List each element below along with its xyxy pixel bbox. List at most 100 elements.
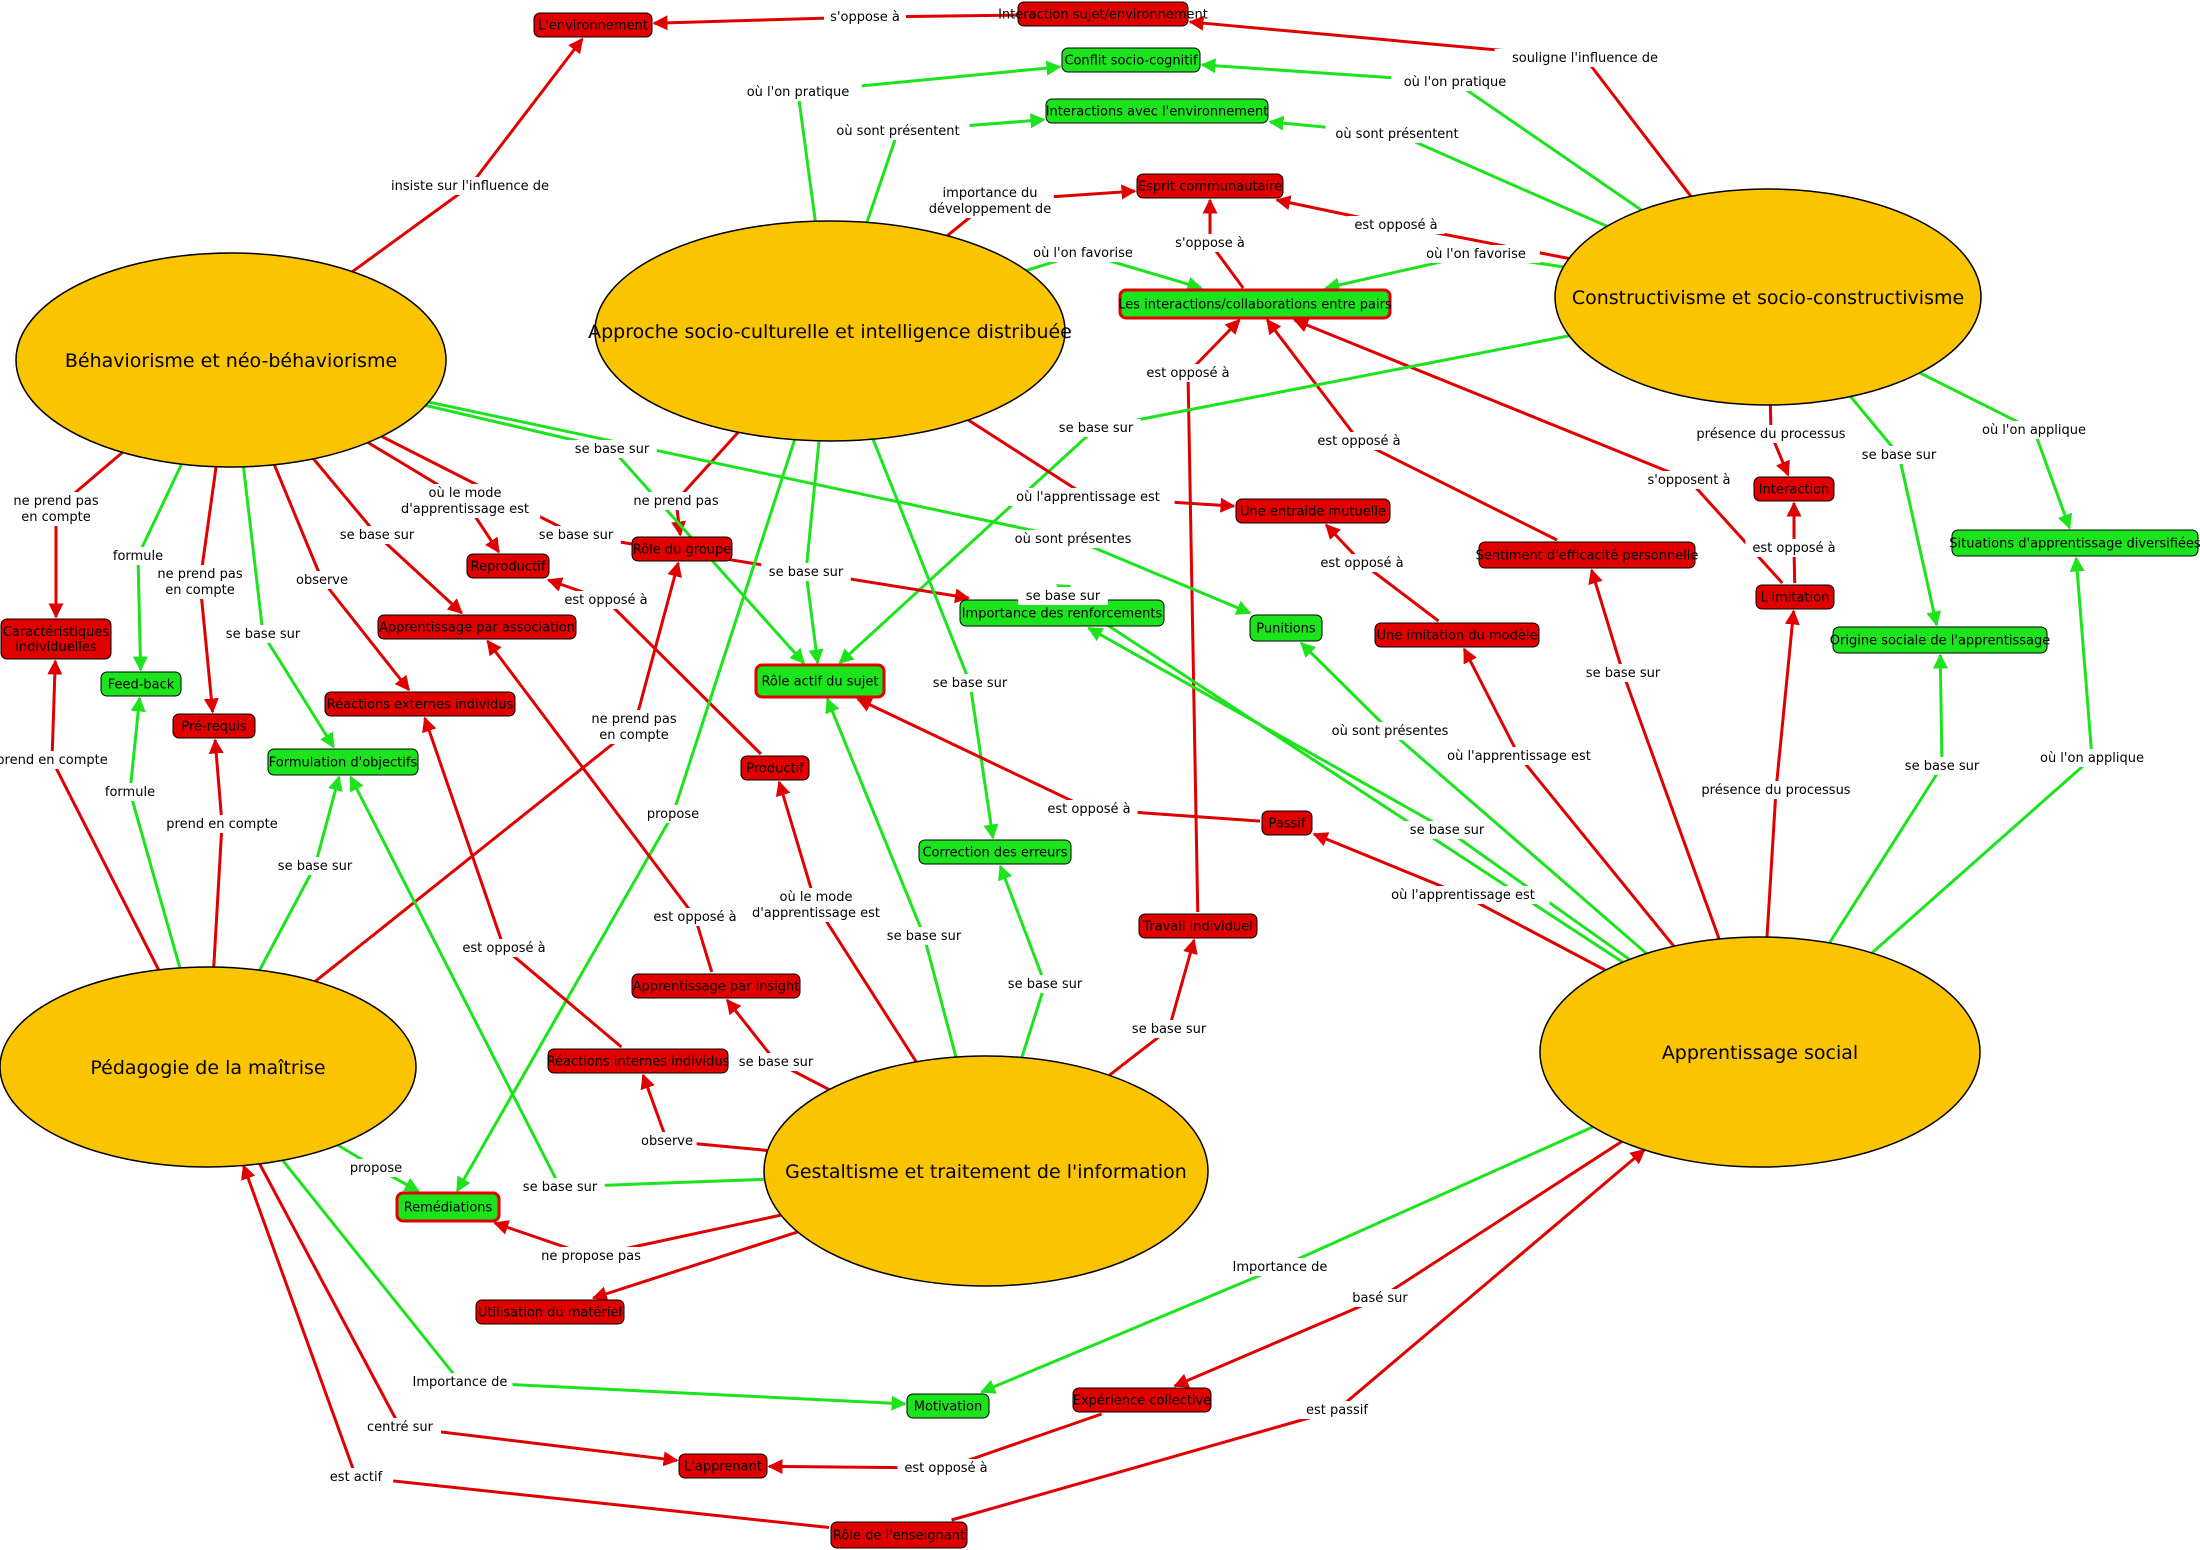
concept-rolegroupe[interactable]: Rôle du groupe bbox=[631, 536, 733, 562]
concept-box[interactable] bbox=[0, 618, 112, 660]
concept-box[interactable] bbox=[1374, 622, 1540, 648]
concept-box[interactable] bbox=[1061, 47, 1201, 73]
concept-entraide[interactable]: Une entraide mutuelle bbox=[1235, 498, 1391, 524]
concept-box[interactable] bbox=[1138, 913, 1258, 939]
concept-box[interactable] bbox=[547, 1048, 729, 1074]
concept-esprit[interactable]: Esprit communautaire bbox=[1136, 173, 1284, 199]
concept-box[interactable] bbox=[1136, 173, 1284, 199]
link-label-bg bbox=[1018, 587, 1108, 605]
concept-travail[interactable]: Travail individuel bbox=[1138, 913, 1258, 939]
concept-interaction[interactable]: Interaction bbox=[1753, 476, 1835, 502]
concept-reacext[interactable]: Réactions externes individus bbox=[324, 691, 516, 717]
concept-box[interactable] bbox=[267, 748, 419, 776]
concept-box[interactable] bbox=[1118, 288, 1392, 320]
link-label-text: se base sur bbox=[278, 859, 353, 874]
link-line bbox=[922, 935, 958, 1058]
concept-social[interactable]: Apprentissage social bbox=[1539, 936, 1981, 1168]
concept-ellipse[interactable] bbox=[1554, 188, 1982, 406]
concept-box[interactable] bbox=[1832, 626, 2048, 654]
concept-ellipse[interactable] bbox=[15, 252, 447, 468]
concept-box[interactable] bbox=[1072, 1387, 1212, 1413]
concept-box[interactable] bbox=[395, 1191, 501, 1223]
concept-ellipse[interactable] bbox=[594, 220, 1066, 442]
concept-box[interactable] bbox=[1045, 98, 1269, 124]
concept-origine[interactable]: Origine sociale de l'apprentissage bbox=[1830, 626, 2050, 654]
concept-insight[interactable]: Apprentissage par insight bbox=[631, 973, 801, 999]
concept-collab[interactable]: Les interactions/collaborations entre pa… bbox=[1118, 288, 1392, 320]
concept-box[interactable] bbox=[830, 1521, 968, 1549]
concept-sentiment[interactable]: Sentiment d'efficacité personnelle bbox=[1476, 541, 1699, 569]
concept-imitation[interactable]: L'imitation bbox=[1755, 584, 1835, 610]
concept-box[interactable] bbox=[1261, 810, 1313, 836]
link-line bbox=[1186, 372, 1200, 913]
concept-box[interactable] bbox=[533, 12, 653, 38]
concept-box[interactable] bbox=[324, 691, 516, 717]
concept-peda[interactable]: Pédagogie de la maîtrise bbox=[0, 966, 417, 1168]
link-label-text: est opposé à bbox=[1146, 366, 1229, 381]
concept-situations[interactable]: Situations d'apprentissage diversifiées bbox=[1949, 529, 2200, 557]
concept-roleactif[interactable]: Rôle actif du sujet bbox=[754, 663, 886, 699]
concept-label: Réactions internes individus bbox=[547, 1055, 730, 1070]
link-arrow bbox=[640, 1073, 669, 1142]
concept-formul[interactable]: Formulation d'objectifs bbox=[267, 748, 419, 776]
concept-materiel[interactable]: Utilisation du matériel bbox=[475, 1299, 625, 1325]
concept-gestalt[interactable]: Gestaltisme et traitement de l'informati… bbox=[763, 1055, 1209, 1287]
concept-box[interactable] bbox=[475, 1299, 625, 1325]
link-label-bg bbox=[515, 1178, 605, 1196]
link-label-text: où l'apprentissage est bbox=[1016, 490, 1160, 505]
concept-env[interactable]: L'environnement bbox=[533, 12, 653, 38]
concept-renforc[interactable]: Importance des renforcements bbox=[959, 599, 1165, 627]
link-label: se base sur bbox=[1578, 664, 1668, 682]
concept-box[interactable] bbox=[1478, 541, 1696, 569]
link-label-bg bbox=[292, 571, 352, 589]
concept-motivation[interactable]: Motivation bbox=[906, 1393, 990, 1419]
concept-behav[interactable]: Béhaviorisme et néo-béhaviorisme bbox=[15, 252, 447, 468]
concept-passif[interactable]: Passif bbox=[1261, 810, 1313, 836]
concept-apprenant[interactable]: L'apprenant bbox=[678, 1453, 768, 1479]
concept-box[interactable] bbox=[906, 1393, 990, 1419]
concept-expcoll[interactable]: Expérience collective bbox=[1072, 1387, 1212, 1413]
concept-constr[interactable]: Constructivisme et socio-constructivisme bbox=[1554, 188, 1982, 406]
concept-box[interactable] bbox=[631, 973, 801, 999]
concept-prereq[interactable]: Pré-requis bbox=[172, 713, 256, 739]
concept-box[interactable] bbox=[631, 536, 733, 562]
concept-productif[interactable]: Productif bbox=[740, 755, 810, 781]
link-label-text: présence du processus bbox=[1701, 783, 1850, 798]
concept-interenv[interactable]: Interactions avec l'environnement bbox=[1045, 98, 1269, 124]
concept-socio[interactable]: Approche socio-culturelle et intelligenc… bbox=[588, 220, 1072, 442]
concept-remed[interactable]: Remédiations bbox=[395, 1191, 501, 1223]
link-label-text: est opposé à bbox=[1320, 556, 1403, 571]
concept-box[interactable] bbox=[1235, 498, 1391, 524]
concept-correction[interactable]: Correction des erreurs bbox=[918, 839, 1072, 865]
concept-box[interactable] bbox=[754, 663, 886, 699]
concept-box[interactable] bbox=[1017, 1, 1189, 27]
link-arrow bbox=[241, 1164, 358, 1478]
concept-imimod[interactable]: Une imitation du modèle bbox=[1374, 622, 1540, 648]
concept-conflit[interactable]: Conflit socio-cognitif bbox=[1061, 47, 1201, 73]
concept-ellipse[interactable] bbox=[763, 1055, 1209, 1287]
concept-box[interactable] bbox=[100, 671, 182, 697]
concept-isubj[interactable]: Interaction sujet/environnement bbox=[998, 1, 1208, 27]
concept-ellipse[interactable] bbox=[1539, 936, 1981, 1168]
concept-reacint[interactable]: Réactions internes individus bbox=[547, 1048, 730, 1074]
concept-roleens[interactable]: Rôle de l'enseignant bbox=[830, 1521, 968, 1549]
concept-box[interactable] bbox=[918, 839, 1072, 865]
concept-box[interactable] bbox=[377, 614, 577, 640]
concept-box[interactable] bbox=[1249, 614, 1323, 642]
concept-feedback[interactable]: Feed-back bbox=[100, 671, 182, 697]
concept-punitions[interactable]: Punitions bbox=[1249, 614, 1323, 642]
concept-box[interactable] bbox=[678, 1453, 768, 1479]
concept-box[interactable] bbox=[1755, 584, 1835, 610]
concept-apassoc[interactable]: Apprentissage par association bbox=[377, 614, 577, 640]
concept-box[interactable] bbox=[466, 553, 550, 579]
link-line bbox=[351, 184, 471, 273]
concept-box[interactable] bbox=[1753, 476, 1835, 502]
concept-box[interactable] bbox=[740, 755, 810, 781]
concept-box[interactable] bbox=[172, 713, 256, 739]
concept-reproductif[interactable]: Reproductif bbox=[466, 553, 550, 579]
concept-ellipse[interactable] bbox=[0, 966, 417, 1168]
concept-box[interactable] bbox=[1951, 529, 2199, 557]
